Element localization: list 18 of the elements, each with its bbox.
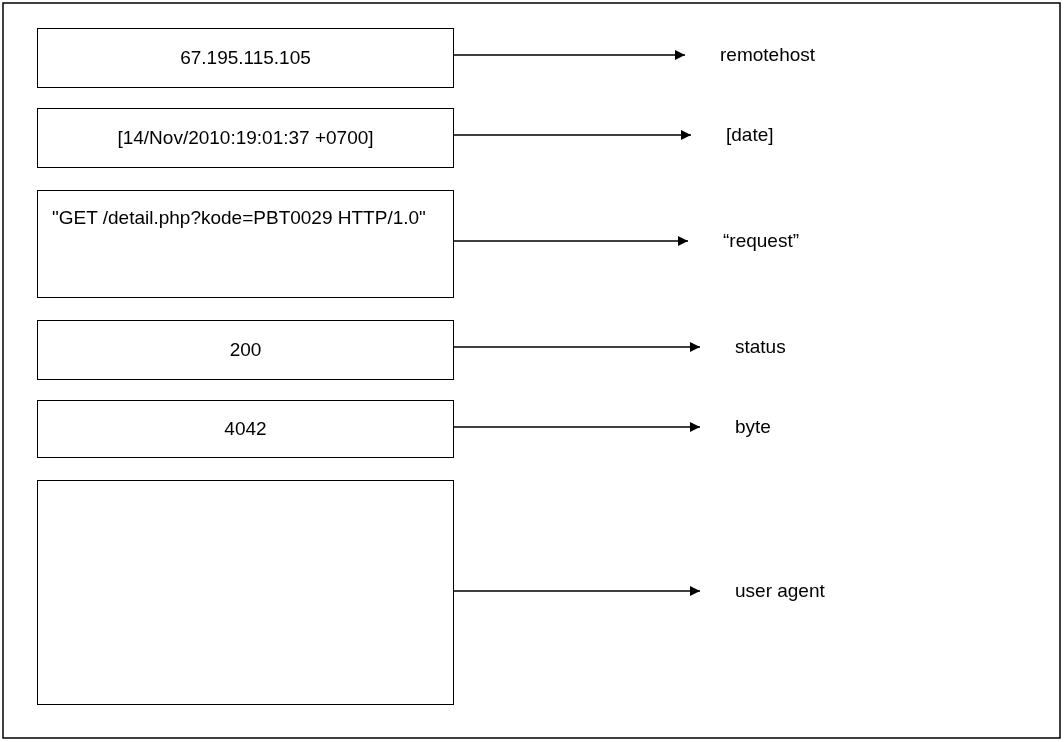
arrow xyxy=(453,236,689,246)
field-box xyxy=(37,480,454,705)
field-box: 200 xyxy=(37,320,454,380)
arrow xyxy=(453,342,701,352)
field-name: “request” xyxy=(723,230,800,252)
field-name: status xyxy=(735,336,786,358)
field-box: 67.195.115.105 xyxy=(37,28,454,88)
field-name: [date] xyxy=(726,124,774,146)
arrow xyxy=(453,50,686,60)
field-box: "GET /detail.php?kode=PBT0029 HTTP/1.0" xyxy=(37,190,454,298)
field-name: user agent xyxy=(735,580,825,602)
field-box: 4042 xyxy=(37,400,454,458)
field-name: byte xyxy=(735,416,771,438)
field-box: [14/Nov/2010:19:01:37 +0700] xyxy=(37,108,454,168)
field-name: remotehost xyxy=(720,44,816,66)
arrow xyxy=(453,422,701,432)
arrow xyxy=(453,586,701,596)
arrow xyxy=(453,130,692,140)
